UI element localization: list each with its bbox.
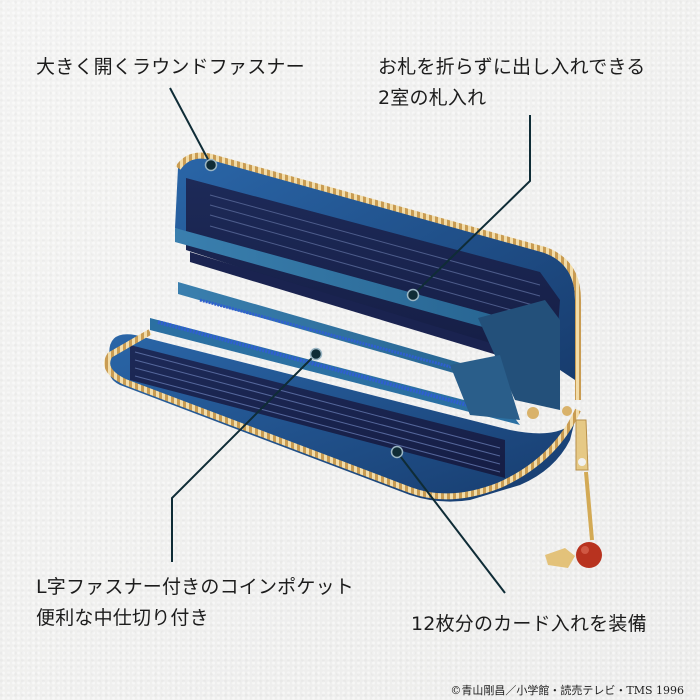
caption-line: L字ファスナー付きのコインポケット [36,576,354,598]
zipper-pull-charm [527,406,602,568]
dot-bill-compartment [406,288,420,302]
caption-line: 大きく開くラウンドファスナー [36,56,305,78]
leader-line-bill-compartment [412,115,531,296]
dot-round-zipper [204,158,218,172]
leader-line-coin-pocket [171,353,317,562]
caption-round-zipper: 大きく開くラウンドファスナー [36,52,305,83]
caption-card-slots: 12枚分のカード入れを装備 [411,609,647,640]
wallet-dividers [150,228,560,425]
dot-coin-pocket [309,347,323,361]
wallet-front-panel [104,329,581,502]
caption-bill-compartment: お札を折らずに出し入れできる 2室の札入れ [378,52,645,114]
leader-lines [169,87,531,594]
leader-line-round-zipper [169,87,212,166]
caption-line: 2室の札入れ [378,87,487,109]
dot-card-slots [390,445,404,459]
caption-line: 12枚分のカード入れを装備 [411,613,647,635]
caption-line: お札を折らずに出し入れできる [378,56,646,78]
leader-line-card-slots [396,451,506,594]
caption-coin-pocket: L字ファスナー付きのコインポケット 便利な中仕切り付き [36,572,354,634]
leader-dots [204,158,420,459]
caption-line: 便利な中仕切り付き [36,607,209,629]
copyright-notice: ©青山剛昌／小学館・読売テレビ・TMS 1996 [450,684,684,697]
